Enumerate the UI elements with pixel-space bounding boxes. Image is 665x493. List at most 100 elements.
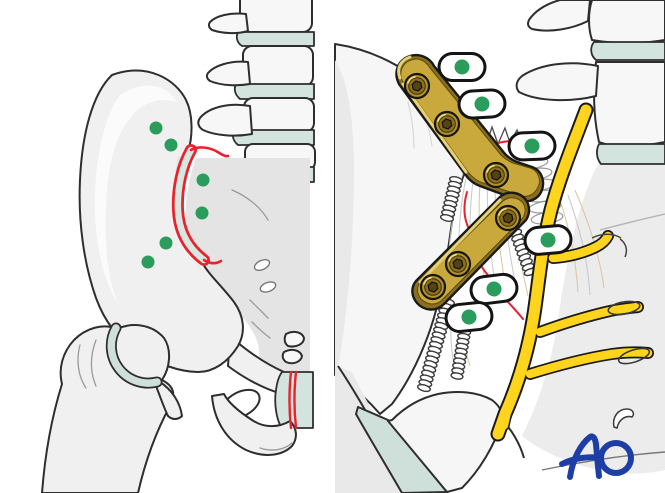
screw-position-dot — [141, 255, 155, 269]
pubis-ischium — [211, 330, 314, 456]
sacrum — [185, 158, 310, 376]
locking-screw-head — [433, 110, 461, 138]
transverse-process — [527, 0, 591, 32]
sacral-foramen — [253, 259, 271, 271]
sacral-ala-line — [599, 213, 665, 231]
coccyx-segment — [283, 330, 305, 348]
lumbar-spine — [197, 0, 316, 183]
locking-screw-head — [419, 273, 447, 301]
hip-joint-cartilage — [107, 324, 161, 387]
logo-letter-A-bar — [559, 454, 604, 467]
foramen-hook — [612, 408, 635, 429]
si-joint-gap — [174, 146, 208, 264]
intervertebral-disc — [233, 83, 315, 100]
intervertebral-disc — [590, 41, 665, 61]
screw-highlight — [448, 253, 457, 262]
vertebral-body — [243, 97, 315, 133]
S2-nerve-root — [535, 302, 643, 337]
right-panel-detail: AO — [334, 0, 665, 493]
ilium-highlight — [94, 85, 177, 304]
upper-angled-plate — [395, 53, 545, 203]
screw-highlight — [423, 276, 432, 285]
logo-letter-O — [598, 440, 634, 476]
sacral-promontory-line — [231, 189, 269, 221]
screw-position-marker — [469, 272, 519, 306]
screw-position-dot — [196, 173, 210, 187]
femur — [41, 322, 183, 493]
ischium — [211, 393, 297, 456]
sacral-contour — [251, 321, 271, 339]
screw-position-dots — [141, 121, 210, 269]
vertebral-body-L4 — [588, 0, 665, 44]
marker-dot — [474, 96, 490, 112]
pubic-fracture-line — [293, 370, 298, 430]
ischial-region — [335, 365, 665, 493]
L5-nerve-root — [492, 104, 592, 440]
screw-thread — [450, 372, 464, 380]
lumbosacral-nerve-plexus — [490, 102, 654, 442]
screw-position-marker — [507, 130, 557, 162]
lumbar-vertebrae-detail — [515, 0, 665, 231]
ischial-tuberosity-line — [259, 442, 293, 451]
hex-socket — [411, 80, 423, 92]
screw-highlight — [437, 113, 446, 122]
screw-position-marker — [523, 224, 573, 256]
intervertebral-disc — [596, 143, 665, 165]
fracture-red-segment — [463, 191, 470, 230]
proximal-femur — [41, 324, 175, 493]
intervertebral-disc — [235, 31, 315, 47]
trochanter-line — [77, 344, 87, 389]
hex-socket — [427, 281, 439, 293]
foramen-arc — [591, 233, 628, 258]
vertebral-body — [242, 45, 314, 87]
transverse-process — [207, 12, 249, 35]
marker-dot — [461, 309, 477, 325]
vertebral-body — [239, 0, 313, 33]
screw-highlight — [498, 207, 507, 216]
S3-nerve-root — [525, 348, 653, 379]
locking-screw-head — [403, 72, 431, 100]
transverse-process-L5 — [515, 62, 599, 102]
si-fracture-hook-top — [189, 146, 230, 158]
plate-screws — [403, 72, 522, 301]
locking-screw-head — [494, 204, 522, 232]
sacral-foramen-lens — [617, 347, 651, 365]
screw-highlight — [407, 75, 416, 84]
ischial-body — [387, 391, 504, 493]
screw-thread — [439, 214, 455, 222]
sacroiliac-fracture — [171, 144, 230, 266]
screw-position-dot — [195, 206, 209, 220]
left-panel-overview — [41, 0, 316, 493]
locking-screw-head — [482, 161, 510, 189]
logo-letter-A — [567, 433, 602, 480]
locking-screw-head — [444, 250, 472, 278]
gluteal-fold-line — [541, 451, 665, 471]
ao-logo: AO — [559, 433, 634, 480]
ilium-shading — [335, 60, 354, 368]
screw-position-marker — [444, 301, 494, 333]
hex-socket — [441, 118, 453, 130]
screw-position-dot — [164, 138, 178, 152]
marker-dot — [540, 232, 556, 248]
sacral-foramen — [259, 281, 277, 293]
marker-dot — [486, 281, 502, 297]
screw-position-marker — [437, 52, 487, 82]
screw-position-dot — [159, 236, 173, 250]
transverse-process-L5 — [197, 103, 253, 137]
transverse-process — [205, 60, 251, 87]
hex-socket — [502, 212, 514, 224]
marker-dot — [524, 138, 540, 154]
coccyx-segment — [281, 348, 303, 365]
sacrum-body — [185, 158, 310, 376]
sacral-foramen-lens — [607, 300, 641, 316]
sacral-contour — [249, 299, 269, 319]
pubic-fracture-line — [288, 370, 293, 430]
lesser-trochanter — [155, 381, 183, 420]
S1-nerve-root — [548, 231, 613, 263]
trochanter-line — [90, 339, 97, 387]
hex-socket — [452, 258, 464, 270]
screw-thread — [416, 383, 432, 393]
vertebral-body-L5 — [593, 61, 665, 148]
